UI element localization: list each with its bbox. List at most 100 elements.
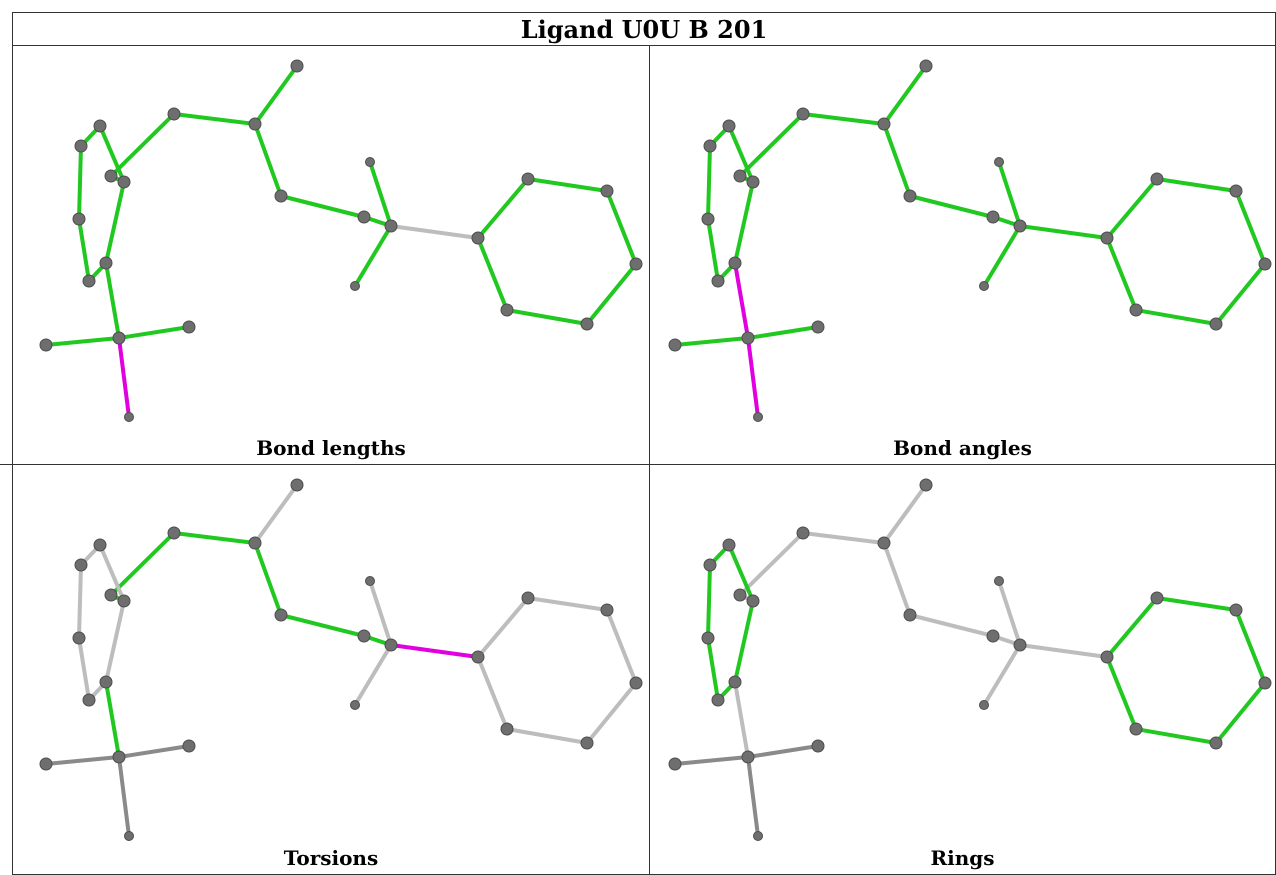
bond-a2-a3 xyxy=(801,112,886,126)
bond-a22-a23 xyxy=(1234,608,1267,685)
atom-a23 xyxy=(629,676,643,690)
atom-a13 xyxy=(811,320,825,334)
bond-a17-a20 xyxy=(1018,224,1109,240)
atom-a7 xyxy=(703,139,717,153)
bond-a21-a22 xyxy=(1155,596,1238,612)
bond-a15-a16 xyxy=(908,194,995,219)
atom-a15 xyxy=(274,608,288,622)
bond-a9-a11 xyxy=(733,680,750,759)
atom-a10 xyxy=(711,693,725,707)
atom-a4 xyxy=(104,169,118,183)
torsions-molecule xyxy=(39,478,643,841)
bond-a5-a6 xyxy=(727,543,755,603)
atom-a20 xyxy=(471,231,485,245)
bond-a11-a13 xyxy=(746,325,820,340)
bond-a17-a20 xyxy=(389,224,480,240)
atom-a18 xyxy=(365,157,375,167)
bond-a17-a20 xyxy=(1018,643,1109,659)
caption-torsions: Torsions xyxy=(283,846,379,870)
atom-a13 xyxy=(182,739,196,753)
atom-a12 xyxy=(39,338,53,352)
atom-a8 xyxy=(72,631,86,645)
atom-a5 xyxy=(117,175,131,189)
bond-a11-a13 xyxy=(117,325,191,340)
atom-a21 xyxy=(521,172,535,186)
atom-a4 xyxy=(733,588,747,602)
bond-a24-a25 xyxy=(1134,308,1218,326)
panel-bond-angles: Bond angles xyxy=(649,45,1276,465)
atom-a2 xyxy=(248,117,262,131)
panel-rings: Rings xyxy=(649,464,1276,875)
atom-a2 xyxy=(877,536,891,550)
bond-a7-a8 xyxy=(706,563,712,640)
atom-a18 xyxy=(365,576,375,586)
atom-a13 xyxy=(811,739,825,753)
bond-a8-a10 xyxy=(706,636,720,702)
bond-a17-a20 xyxy=(389,643,480,659)
atom-a4 xyxy=(733,169,747,183)
atom-a23 xyxy=(629,257,643,271)
bond-a21-a22 xyxy=(526,596,609,612)
bond-a17-a18 xyxy=(368,160,393,228)
bond-a15-a16 xyxy=(279,613,366,638)
bond-a2-a15 xyxy=(253,541,283,617)
atom-a19 xyxy=(979,700,989,710)
atom-a13 xyxy=(182,320,196,334)
atom-a6 xyxy=(722,538,736,552)
bond-a23-a24 xyxy=(585,262,638,326)
atom-a22 xyxy=(600,184,614,198)
atom-a20 xyxy=(1100,231,1114,245)
figure-title: Ligand U0U B 201 xyxy=(12,12,1276,45)
atom-a18 xyxy=(994,576,1004,586)
bond-a11-a12 xyxy=(44,755,121,766)
atom-a25 xyxy=(500,722,514,736)
bond-a22-a23 xyxy=(1234,189,1267,266)
atom-a6 xyxy=(93,538,107,552)
bond-a3-a4 xyxy=(109,531,176,597)
bond-a23-a24 xyxy=(585,681,638,745)
bond-a3-a4 xyxy=(109,112,176,178)
bond-a24-a25 xyxy=(505,727,589,745)
bond-a23-a24 xyxy=(1214,262,1267,326)
bond-a9-a5 xyxy=(104,180,126,265)
bond-a9-a11 xyxy=(733,261,750,340)
atom-a2 xyxy=(248,536,262,550)
atom-a20 xyxy=(471,650,485,664)
bond-a15-a16 xyxy=(279,194,366,219)
bond-a17-a18 xyxy=(997,579,1022,647)
bond-a11-a12 xyxy=(673,336,750,347)
atom-a18 xyxy=(994,157,1004,167)
atom-a5 xyxy=(746,175,760,189)
bond-a20-a21 xyxy=(1105,177,1159,240)
atom-a25 xyxy=(1129,722,1143,736)
atom-a9 xyxy=(728,256,742,270)
atom-a24 xyxy=(580,317,594,331)
atom-a3 xyxy=(796,526,810,540)
bond-a17-a19 xyxy=(353,643,393,707)
atom-a1 xyxy=(290,478,304,492)
panel-bond-lengths: Bond lengths xyxy=(12,45,650,465)
bond-a2-a3 xyxy=(172,531,257,545)
panel-torsions: Torsions xyxy=(12,464,650,875)
bond-lengths-molecule xyxy=(39,59,643,422)
bond-a17-a18 xyxy=(997,160,1022,228)
atom-a21 xyxy=(1150,172,1164,186)
atom-a3 xyxy=(167,107,181,121)
bond-a8-a10 xyxy=(77,217,91,283)
caption-rings: Rings xyxy=(930,846,995,870)
bond-a8-a10 xyxy=(77,636,91,702)
bond-a9-a11 xyxy=(104,261,121,340)
bond-a11-a14 xyxy=(117,755,131,838)
atom-a12 xyxy=(39,757,53,771)
edge-tick-center xyxy=(635,464,665,465)
atom-a10 xyxy=(82,693,96,707)
bond-a17-a18 xyxy=(368,579,393,647)
atom-a25 xyxy=(1129,303,1143,317)
atom-a6 xyxy=(93,119,107,133)
bond-a17-a19 xyxy=(982,224,1022,288)
caption-bond-angles: Bond angles xyxy=(893,436,1032,460)
bond-a21-a22 xyxy=(1155,177,1238,193)
atom-a20 xyxy=(1100,650,1114,664)
bond-a22-a23 xyxy=(605,189,638,266)
bond-a7-a8 xyxy=(77,563,83,640)
